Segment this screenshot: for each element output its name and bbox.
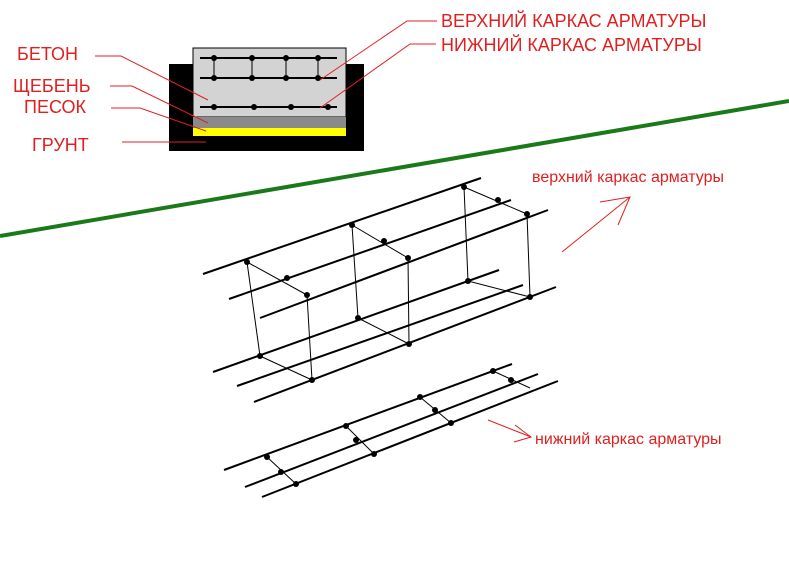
leader-upper-frame (319, 20, 437, 81)
section-lower-frame (200, 104, 337, 110)
leader-lower-frame (319, 43, 436, 109)
label-sand: ПЕСОК (24, 97, 87, 117)
label-soil: ГРУНТ (32, 135, 89, 155)
crushed-stone-layer (193, 117, 346, 128)
sand-layer (193, 128, 346, 136)
lower-reinforcement-mesh (223, 363, 559, 498)
label-lower-frame: нижний каркас арматуры (535, 431, 722, 448)
label-upper-frame: верхний каркас арматуры (532, 169, 724, 186)
ground-line (0, 99, 789, 238)
label-lower-frame-caps: НИЖНИЙ КАРКАС АРМАТУРЫ (441, 34, 702, 55)
label-concrete: БЕТОН (17, 44, 78, 64)
lower-frame-arrow-icon (487, 419, 533, 443)
leader-sand (111, 107, 207, 132)
foundation-cross-section (169, 47, 364, 151)
upper-frame-arrow-icon (561, 196, 631, 253)
frame-labels-lower: верхний каркас арматуры нижний каркас ар… (487, 169, 724, 448)
upper-reinforcement-cage (202, 177, 557, 403)
section-upper-frame (200, 55, 337, 81)
frame-labels-caps: ВЕРХНИЙ КАРКАС АРМАТУРЫ НИЖНИЙ КАРКАС АР… (319, 10, 706, 109)
leader-concrete (95, 55, 209, 101)
label-crushed-stone: ЩЕБЕНЬ (13, 76, 91, 96)
section-labels: БЕТОН ЩЕБЕНЬ ПЕСОК ГРУНТ (13, 44, 209, 155)
label-upper-frame-caps: ВЕРХНИЙ КАРКАС АРМАТУРЫ (441, 10, 706, 31)
leader-crushed-stone (110, 85, 209, 124)
